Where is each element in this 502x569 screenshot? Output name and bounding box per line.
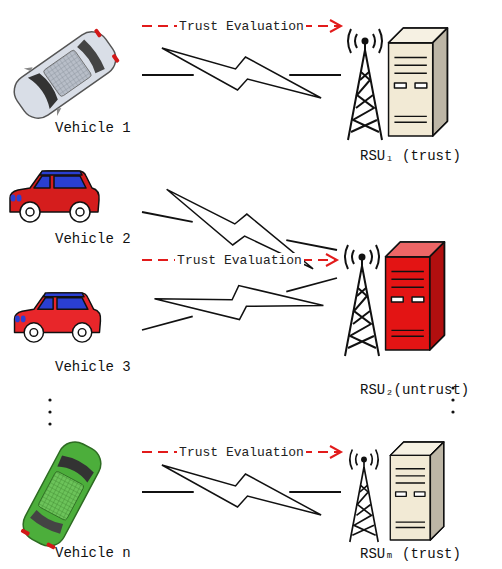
roadside-unit: RSUₘ (trust) — [342, 436, 500, 566]
wireless-link — [142, 189, 337, 268]
server-trusted — [389, 28, 448, 136]
green-car — [17, 436, 107, 552]
server-trusted — [390, 442, 443, 540]
antenna-tower — [348, 29, 382, 140]
vehicle-node: Vehicle n — [10, 440, 140, 562]
antenna-tower — [350, 450, 378, 543]
server-untrusted — [386, 242, 445, 350]
vehicle-node: Vehicle 3 — [10, 285, 140, 377]
vehicle-label: Vehicle 1 — [55, 120, 131, 137]
wireless-link — [142, 465, 341, 515]
edge-label: Trust Evaluation — [177, 19, 306, 34]
wireless-link — [142, 48, 341, 98]
rsu-label: RSUₘ (trust) — [360, 546, 461, 563]
vehicle-node: Vehicle 2 — [10, 165, 140, 265]
roadside-unit: RSU₁ (trust) — [342, 18, 500, 170]
antenna-tower — [345, 245, 379, 356]
red-car — [10, 171, 99, 222]
red-car — [15, 293, 101, 342]
vehicle-label: Vehicle 3 — [55, 359, 131, 376]
vehicle-label: Vehicle n — [55, 545, 131, 562]
roadside-unit: RSU₂(untrust) — [338, 232, 500, 404]
edge-label: Trust Evaluation — [175, 253, 304, 268]
vehicle-label: Vehicle 2 — [55, 231, 131, 248]
rsu-label: RSU₂(untrust) — [360, 382, 469, 399]
vehicle-node: Vehicle 1 — [10, 18, 140, 138]
rsu-label: RSU₁ (trust) — [360, 148, 461, 165]
wireless-link — [142, 278, 337, 330]
edge-label: Trust Evaluation — [177, 445, 306, 460]
silver-car — [4, 20, 126, 129]
